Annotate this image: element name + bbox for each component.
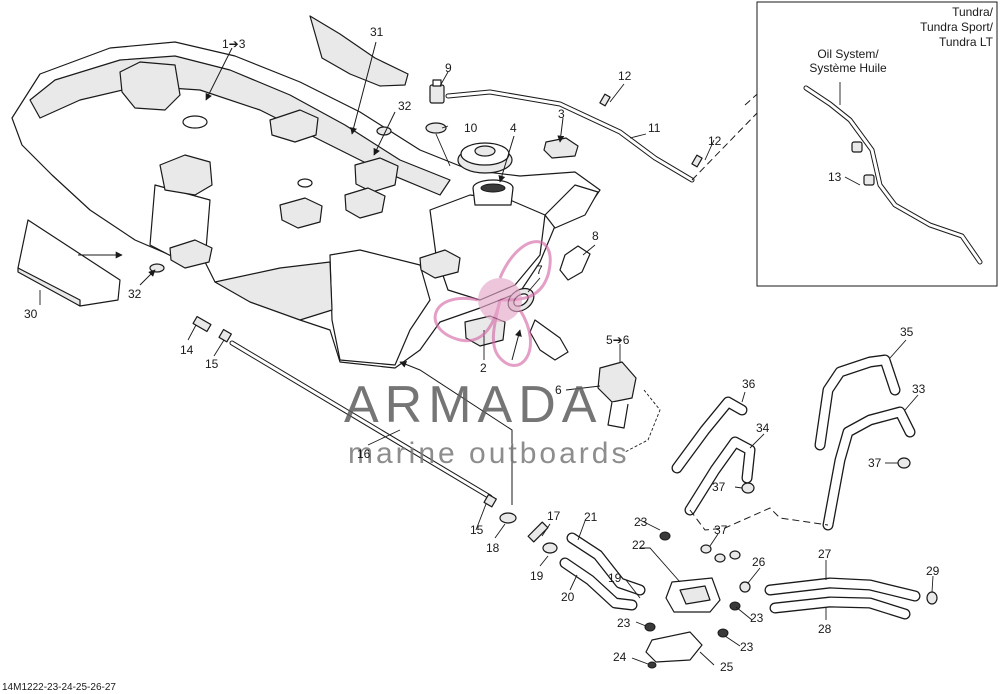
callout-10: 10 [464,121,478,135]
callout-3: 3 [558,107,565,121]
inset-title-line-3: Tundra LT [939,35,994,49]
callout-12b: 12 [708,134,722,148]
callout-24: 24 [613,650,627,664]
watermark-brand: ARMADA [344,376,602,434]
callout-27: 27 [818,547,832,561]
callout-1-3: 1➔3 [222,37,246,51]
callout-25: 25 [720,660,734,674]
callout-14: 14 [180,343,194,357]
callout-2: 2 [480,361,487,375]
callout-28: 28 [818,622,832,636]
callout-19a: 19 [530,569,544,583]
inset-title-line-1: Tundra/ [952,5,994,19]
callout-8: 8 [592,229,599,243]
watermark: ARMADA marine outboards [344,240,629,470]
hose-27-28 [764,577,921,620]
side-panel-30 [17,219,121,307]
clamp-15 [218,328,497,508]
callout-32a: 32 [398,99,412,113]
callout-37a: 37 [714,523,728,537]
callout-29: 29 [926,564,940,578]
hose-20-21 [559,532,646,611]
oil-system-label-line-2: Système Huile [809,61,887,75]
fuel-valve [665,577,721,613]
callout-9: 9 [445,61,452,75]
inset-title-line-2: Tundra Sport/ [920,20,994,34]
callout-20: 20 [561,590,575,604]
clamp-12 [599,93,703,168]
callout-37b: 37 [712,480,726,494]
fasteners [644,457,938,638]
callout-21: 21 [584,510,598,524]
filler-neck [472,179,514,206]
bracket-24-25 [645,631,703,669]
callout-22: 22 [632,538,646,552]
bracket-3 [543,137,579,159]
fuel-hose-16 [229,340,493,500]
pump-filter-outline [624,389,661,453]
fuel-pump [529,319,637,429]
vent-valve [429,79,445,104]
watermark-logo-icon [433,240,552,367]
callout-37c: 37 [868,456,882,470]
document-reference: 14M1222-23-24-25-26-27 [2,682,116,693]
callout-15a: 15 [205,357,219,371]
gasket-8 [559,245,591,281]
callout-23b: 23 [617,616,631,630]
inset-tundra [756,1,998,287]
callout-34: 34 [756,421,770,435]
callout-7: 7 [536,263,543,277]
connector-17 [527,521,558,554]
vent-tube [445,89,695,183]
callout-30: 30 [24,307,38,321]
callout-11: 11 [648,121,661,135]
callout-23c: 23 [750,611,764,625]
watermark-tagline: marine outboards [348,437,629,470]
callout-labels: 1➔3 2 3 4 5➔6 6 7 8 9 10 11 12 12 13 14 … [24,25,940,674]
callout-23a: 23 [634,515,648,529]
oil-system-label-line-1: Oil System/ [817,47,879,61]
callout-36: 36 [742,377,756,391]
callout-19b: 19 [608,571,622,585]
callout-4: 4 [510,121,517,135]
grommet-18 [499,512,517,524]
callout-17: 17 [547,509,561,523]
callout-23d: 23 [740,640,754,654]
fuel-tank [11,41,601,369]
callout-26: 26 [752,555,766,569]
callout-31: 31 [370,25,384,39]
callout-18: 18 [486,541,500,555]
callout-15b: 15 [470,523,484,537]
callout-13: 13 [828,170,842,184]
callout-16: 16 [357,447,371,461]
callout-6: 6 [555,383,562,397]
callout-5-6: 5➔6 [606,333,630,347]
fitting-14 [192,315,212,333]
shield-31 [309,15,409,87]
callout-35: 35 [900,325,914,339]
callout-32b: 32 [128,287,142,301]
callout-33: 33 [912,382,926,396]
hose-33-36 [671,354,916,531]
gasket-10 [425,122,447,134]
callout-12a: 12 [618,69,632,83]
